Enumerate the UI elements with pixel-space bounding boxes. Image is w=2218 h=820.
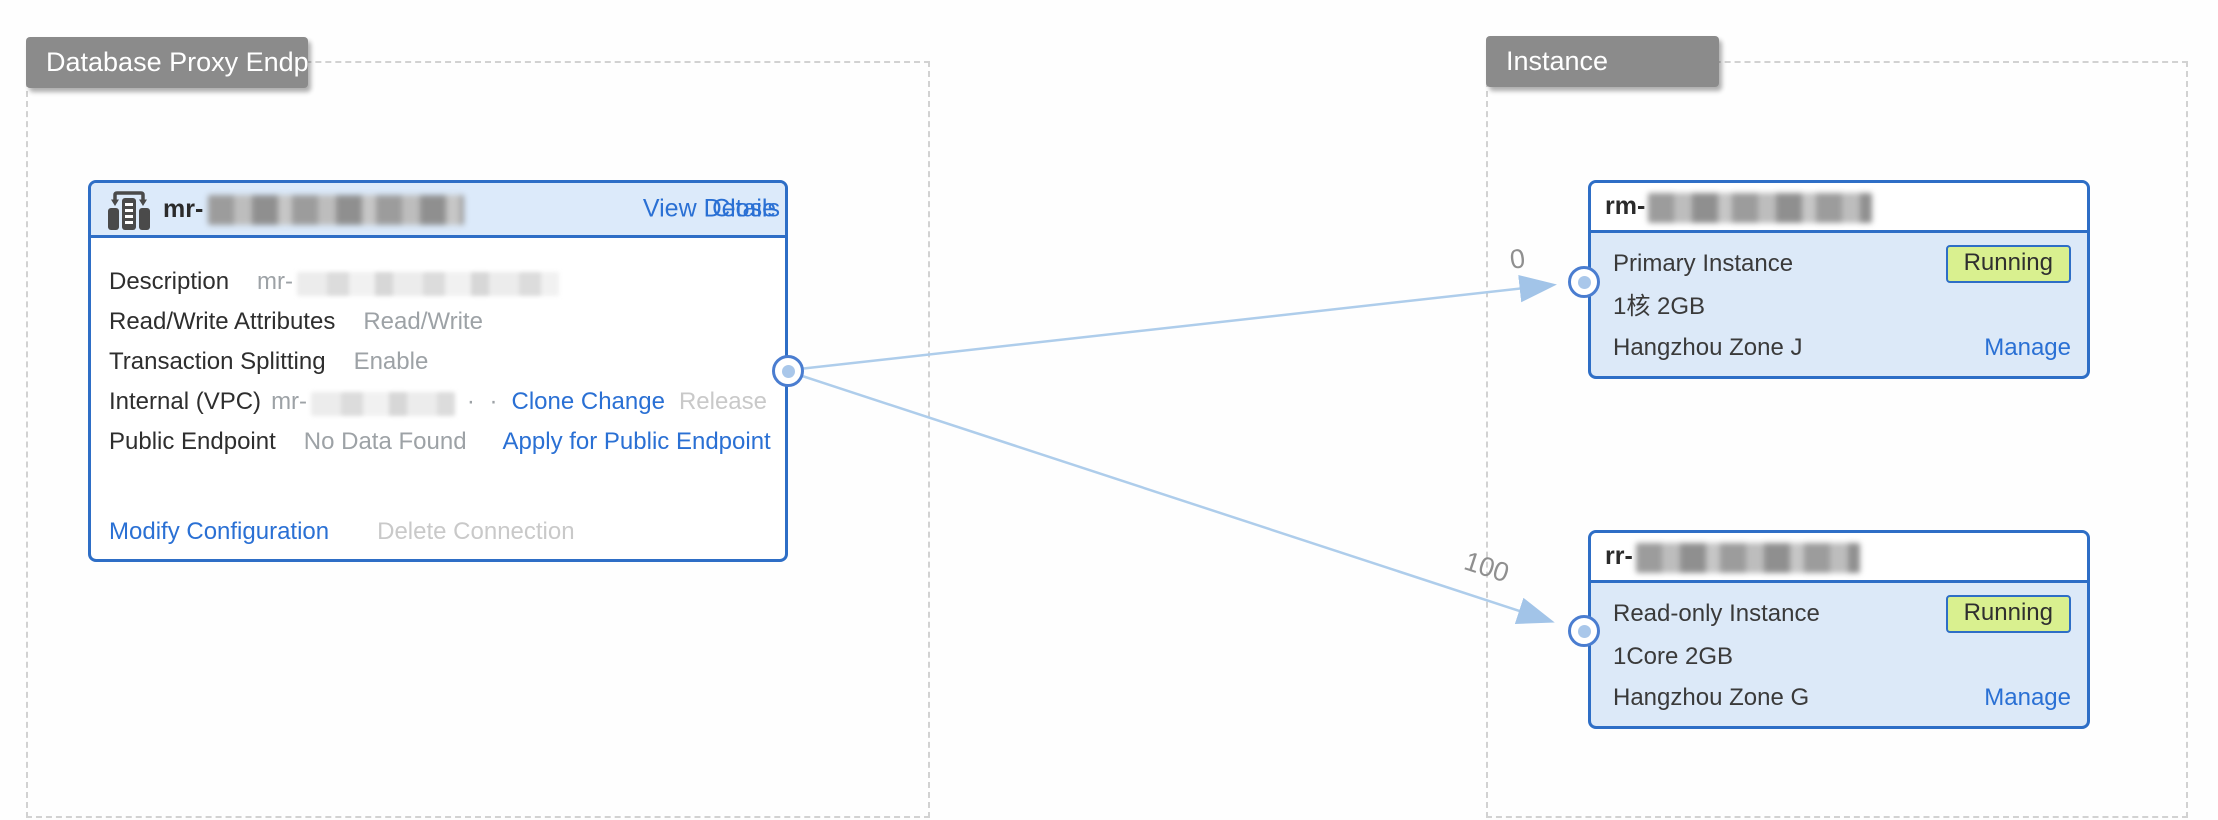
internal-vpc-value-redacted — [311, 392, 455, 416]
readonly-instance-header: rr- — [1591, 533, 2087, 583]
instance-zone-panel — [1486, 61, 2188, 818]
readonly-instance-body: Read-only Instance Running 1Core 2GB Han… — [1591, 583, 2087, 719]
read-write-attributes-label: Read/Write Attributes — [109, 308, 336, 335]
view-details-link[interactable]: View Details — [642, 194, 780, 223]
primary-instance-name-redacted — [1648, 192, 1873, 223]
read-write-attributes-value: Read/Write — [363, 308, 483, 335]
primary-instance-header: rm- — [1591, 183, 2087, 233]
delete-connection-link[interactable]: Delete Connection — [377, 518, 575, 545]
readonly-instance-spec: 1Core 2GB — [1613, 643, 1734, 670]
proxy-endpoint-card: mr- View Details Close Description mr- R… — [88, 180, 788, 562]
primary-instance-card: rm- Primary Instance Running 1核 2GB Hang… — [1588, 180, 2090, 379]
proxy-name-redacted — [208, 195, 465, 225]
primary-status-badge: Running — [1945, 245, 2071, 283]
public-endpoint-label: Public Endpoint — [109, 428, 276, 455]
description-value-redacted — [297, 272, 560, 296]
apply-public-endpoint-link[interactable]: Apply for Public Endpoint — [502, 428, 771, 455]
readonly-manage-link[interactable]: Manage — [1984, 684, 2071, 711]
primary-instance-spec: 1核 2GB — [1613, 293, 1706, 320]
proxy-card-body: Description mr- Read/Write Attributes Re… — [91, 238, 785, 462]
primary-manage-link[interactable]: Manage — [1984, 334, 2071, 361]
public-endpoint-row: Public Endpoint No Data Found Apply for … — [109, 422, 771, 462]
proxy-connector-node[interactable] — [772, 355, 804, 387]
description-value-prefix: mr- — [257, 268, 294, 295]
readonly-instance-name-redacted — [1635, 542, 1860, 573]
clone-change-link[interactable]: Clone Change — [511, 388, 665, 415]
proxy-card-footer: Modify Configuration Delete Connection — [109, 518, 575, 546]
close-link[interactable]: Close — [712, 194, 776, 223]
internal-vpc-value-prefix: mr- — [271, 388, 308, 415]
transaction-splitting-label: Transaction Splitting — [109, 348, 326, 375]
primary-instance-zone: Hangzhou Zone J — [1613, 334, 1803, 361]
readonly-status-badge: Running — [1945, 595, 2071, 633]
description-row: Description mr- — [109, 262, 767, 302]
readonly-instance-card: rr- Read-only Instance Running 1Core 2GB… — [1588, 530, 2090, 729]
proxy-zone-panel — [26, 61, 930, 818]
public-endpoint-value: No Data Found — [303, 428, 467, 455]
transaction-splitting-value: Enable — [353, 348, 429, 375]
description-label: Description — [109, 268, 230, 295]
database-proxy-icon — [108, 191, 150, 230]
modify-configuration-link[interactable]: Modify Configuration — [109, 518, 330, 545]
internal-vpc-row: Internal (VPC) mr- · · Clone Change Rele… — [109, 382, 767, 422]
instance-zone-badge: Instance — [1486, 36, 1719, 87]
readonly-instance-zone: Hangzhou Zone G — [1613, 684, 1810, 711]
readonly-instance-name-prefix: rr- — [1605, 542, 1633, 570]
readonly-connector-node[interactable] — [1568, 615, 1600, 647]
release-link[interactable]: Release — [678, 388, 767, 415]
read-write-attributes-row: Read/Write Attributes Read/Write — [109, 302, 767, 342]
proxy-name-prefix: mr- — [163, 194, 204, 223]
readonly-instance-type: Read-only Instance — [1613, 600, 1820, 627]
primary-instance-body: Primary Instance Running 1核 2GB Hangzhou… — [1591, 233, 2087, 369]
transaction-splitting-row: Transaction Splitting Enable — [109, 342, 767, 382]
primary-instance-type: Primary Instance — [1613, 250, 1794, 277]
internal-vpc-ellipsis: · · — [466, 388, 502, 415]
proxy-card-header: mr- View Details Close — [91, 183, 785, 238]
primary-connector-node[interactable] — [1568, 266, 1600, 298]
primary-instance-name-prefix: rm- — [1605, 192, 1646, 220]
proxy-zone-badge: Database Proxy Endpoint — [26, 37, 308, 88]
internal-vpc-label: Internal (VPC) — [109, 388, 262, 415]
